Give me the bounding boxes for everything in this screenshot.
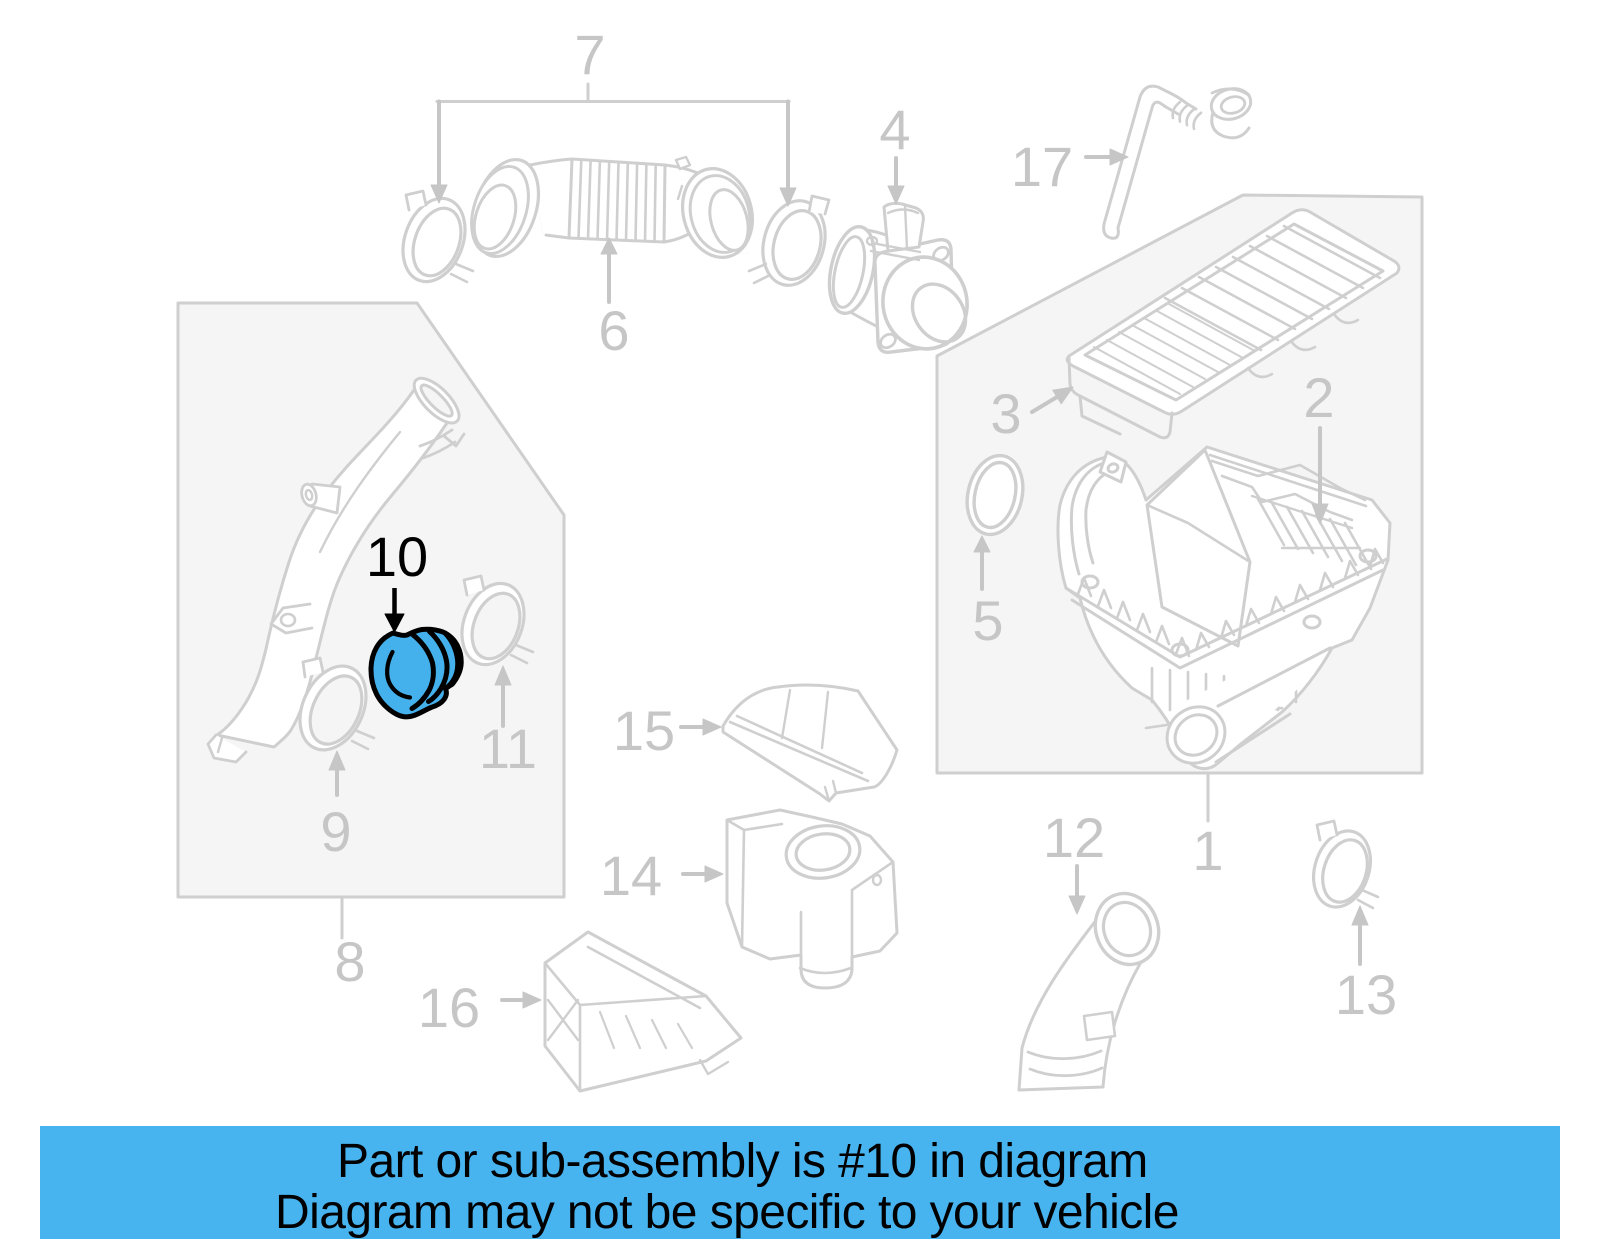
svg-text:8: 8 <box>334 930 365 993</box>
svg-text:4: 4 <box>879 98 910 161</box>
svg-text:6: 6 <box>598 299 629 362</box>
svg-text:1: 1 <box>1192 819 1223 882</box>
svg-text:2: 2 <box>1303 366 1334 429</box>
svg-text:16: 16 <box>418 976 480 1039</box>
svg-text:15: 15 <box>613 699 675 762</box>
svg-text:13: 13 <box>1335 963 1397 1026</box>
svg-text:Diagram may not be specific to: Diagram may not be specific to your vehi… <box>275 1186 1179 1239</box>
svg-text:12: 12 <box>1043 806 1105 869</box>
svg-text:14: 14 <box>600 844 662 907</box>
svg-text:10: 10 <box>366 525 428 588</box>
svg-text:3: 3 <box>990 382 1021 445</box>
svg-text:11: 11 <box>479 717 537 780</box>
svg-text:7: 7 <box>574 23 605 86</box>
svg-text:Part or sub-assembly is #10 in: Part or sub-assembly is #10 in diagram <box>337 1135 1148 1188</box>
svg-text:5: 5 <box>972 589 1003 652</box>
svg-text:17: 17 <box>1011 135 1073 198</box>
svg-text:9: 9 <box>320 800 351 863</box>
